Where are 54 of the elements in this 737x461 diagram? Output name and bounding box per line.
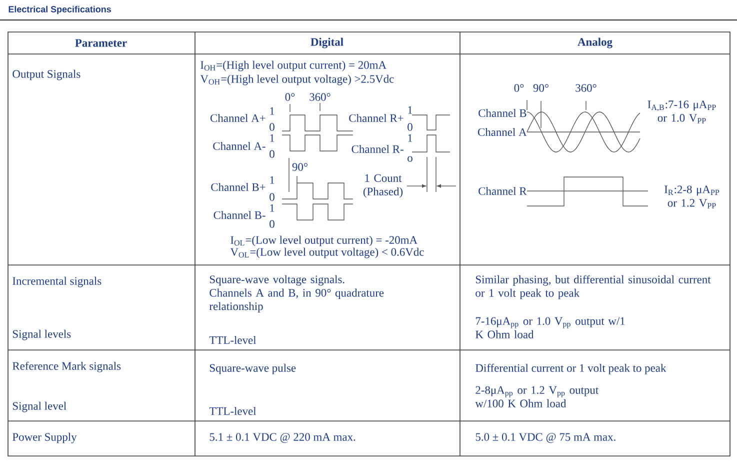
channel-label: Channel A-: [213, 142, 266, 150]
angle-label: 90°: [292, 163, 308, 171]
cell-text: 2-8μA$_{pp}$ or 1.2 V$_{pp}$ output w/100 K Ohm load: [475, 386, 599, 408]
channel-label: Channel R: [478, 186, 527, 196]
cell-text: Similar phasing, but differential sinusoidal current or 1 volt peak to peak: [476, 275, 711, 300]
angle-label: 360°: [310, 93, 330, 101]
row-label: Signal levels: [12, 330, 71, 340]
level-label: 0: [270, 123, 274, 131]
channel-label: Channel R-: [352, 144, 404, 154]
level-label: 1: [408, 134, 412, 142]
row-label: Reference Mark signals: [12, 362, 121, 372]
signal-spec: I$_{R}$:2-8 μA$_{PP}$ or 1.2 V$_{PP}$: [664, 186, 720, 208]
angle-label: 360°: [576, 84, 596, 92]
level-label: 0: [270, 150, 274, 158]
channel-label: Channel A: [478, 128, 527, 136]
row-label: Power Supply: [12, 432, 77, 444]
spec-text: I$_{OH}$=(High level output current) = 20mA: [200, 60, 386, 72]
level-label: 1: [408, 106, 412, 114]
column-header: Analog: [578, 38, 612, 48]
count-label: 1 Count (Phased): [363, 174, 403, 198]
column-header: Digital: [310, 38, 344, 48]
angle-label: 0°: [514, 84, 524, 92]
channel-label: Channel B: [478, 108, 526, 118]
row-label: Signal level: [12, 402, 66, 412]
signal-spec: I$_{A,B}$:7-16 μA$_{PP}$ or 1.0 V$_{PP}$: [648, 100, 716, 124]
level-label: 1: [270, 107, 274, 115]
channel-label: Channel B-: [214, 210, 266, 220]
cell-text: Differential current or 1 volt peak to peak: [476, 364, 666, 374]
row-label: Incremental signals: [12, 276, 102, 288]
column-header: Parameter: [75, 39, 127, 47]
angle-label: 0°: [285, 93, 295, 101]
channel-label: Channel R+: [349, 114, 404, 122]
level-label: 1: [270, 176, 274, 184]
level-label: 0: [408, 123, 412, 131]
row-label: Output Signals: [12, 70, 80, 80]
spec-text: V$_{OH}$=(High level output voltage) >2.5Vdc: [200, 74, 394, 86]
cell-text: TTL-level: [209, 406, 256, 416]
level-label: 1: [270, 204, 274, 212]
level-label: o: [408, 156, 412, 162]
cell-text: Square-wave voltage signals. Channels A and B, in 90° quadrature relationship: [209, 275, 384, 312]
cell-text: 5.1 ± 0.1 VDC @ 220 mA max.: [210, 433, 356, 443]
level-label: 0: [270, 193, 274, 201]
level-label: 0: [270, 220, 274, 228]
spec-text: V$_{OL}$=(Low level output voltage) < 0.6Vdc: [230, 248, 424, 258]
cell-text: 5.0 ± 0.1 VDC @ 75 mA max.: [476, 433, 616, 443]
page-title: Electrical Specifications: [8, 6, 111, 14]
spec-text: I$_{OL}$=(Low level output current) = -20mA: [230, 236, 418, 246]
channel-label: Channel A+: [210, 114, 266, 122]
channel-label: Channel B+: [211, 182, 266, 192]
level-label: 1: [270, 134, 274, 142]
cell-text: Square-wave pulse: [210, 364, 296, 374]
cell-text: TTL-level: [209, 336, 256, 344]
cell-text: 7-16μA$_{pp}$ or 1.0 V$_{pp}$ output w/1 K Ohm load: [476, 317, 625, 338]
angle-label: 90°: [533, 84, 548, 92]
